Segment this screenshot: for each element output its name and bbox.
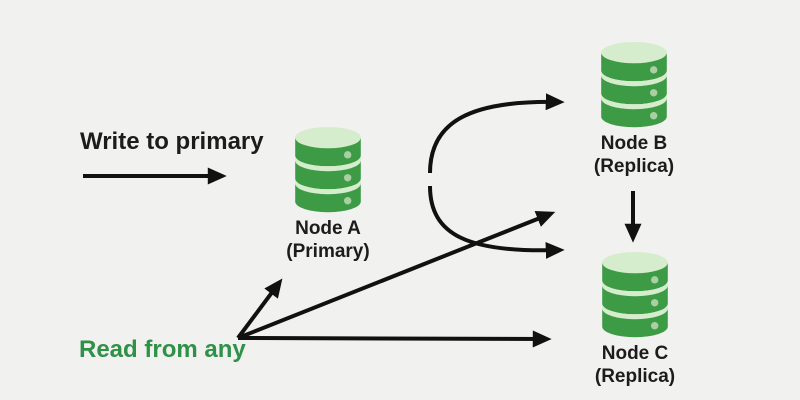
arrow-read-to-node-a bbox=[236, 278, 283, 340]
read-from-any-label: Read from any bbox=[79, 336, 246, 363]
node-c-name: Node C bbox=[601, 343, 669, 364]
write-to-primary-label: Write to primary bbox=[80, 128, 264, 155]
node-a-name: Node A bbox=[295, 218, 361, 239]
node-c-role: (Replica) bbox=[594, 366, 676, 387]
node-b: Node B (Replica) bbox=[578, 41, 690, 178]
arrow-read-to-node-c bbox=[237, 330, 552, 348]
node-b-role: (Replica) bbox=[593, 156, 675, 177]
database-icon bbox=[601, 41, 667, 128]
node-a-role: (Primary) bbox=[286, 241, 370, 262]
database-icon bbox=[295, 126, 361, 213]
arrow-node-a-to-node-b bbox=[428, 93, 565, 174]
arrow-node-a-to-node-c bbox=[428, 185, 565, 259]
node-b-name: Node B bbox=[600, 133, 668, 154]
node-c: Node C (Replica) bbox=[579, 251, 691, 388]
database-icon bbox=[602, 251, 668, 338]
node-a: Node A (Primary) bbox=[272, 126, 384, 263]
